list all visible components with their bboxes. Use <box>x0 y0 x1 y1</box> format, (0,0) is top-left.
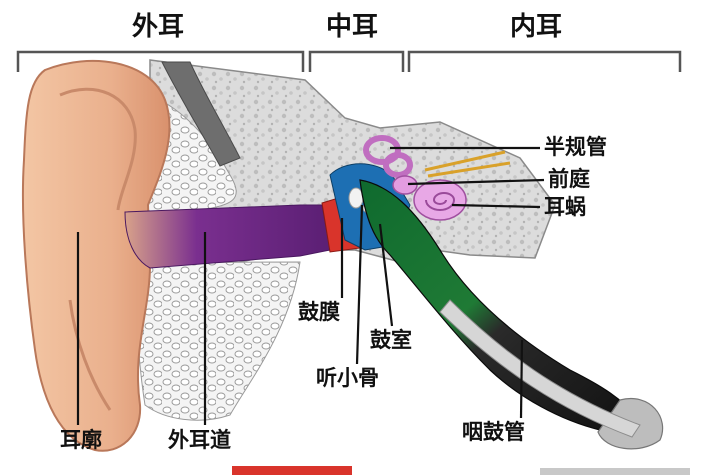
leader-lines <box>76 146 545 425</box>
auricle-lobe-fold <box>68 299 112 411</box>
auricle-helix-fold <box>59 87 137 211</box>
watermark-fragment <box>540 468 690 475</box>
label-auricle: 耳廓 <box>60 428 102 452</box>
mastoid-cells-lower <box>137 261 301 421</box>
leader-tympanic-cavity <box>378 223 394 327</box>
ear-canal-shape <box>124 204 331 269</box>
outer-ear-bracket <box>16 50 305 72</box>
auditory-nerve-shape <box>424 150 511 178</box>
inner-ear-bracket <box>407 50 682 72</box>
label-ear-canal: 外耳道 <box>168 428 231 452</box>
label-semicircular-canals: 半规管 <box>544 135 607 159</box>
muscle-band <box>161 61 241 167</box>
label-vestibule: 前庭 <box>548 167 590 191</box>
leader-cochlea <box>451 203 541 209</box>
label-eustachian-tube: 咽鼓管 <box>462 420 525 444</box>
leader-ossicles <box>355 204 364 365</box>
bottom-red-text-fragment <box>232 466 352 475</box>
vestibule-shape <box>392 175 418 195</box>
leader-vestibule <box>407 178 545 186</box>
label-eardrum: 鼓膜 <box>298 300 340 324</box>
label-ossicles: 听小骨 <box>316 366 379 390</box>
outer-ear-header: 外耳 <box>132 12 185 42</box>
middle-ear-header: 中耳 <box>326 12 379 42</box>
eustachian-tube-wall <box>439 299 641 438</box>
inner-ear-header: 内耳 <box>510 12 563 42</box>
label-tympanic-cavity: 鼓室 <box>370 328 412 352</box>
label-cochlea: 耳蜗 <box>544 195 586 219</box>
section-brackets <box>16 50 682 72</box>
middle-ear-bracket <box>308 50 405 72</box>
semicircular-canals-shape <box>363 135 413 178</box>
leader-eustachian-tube <box>519 339 524 419</box>
cochlea-shape <box>413 179 467 221</box>
